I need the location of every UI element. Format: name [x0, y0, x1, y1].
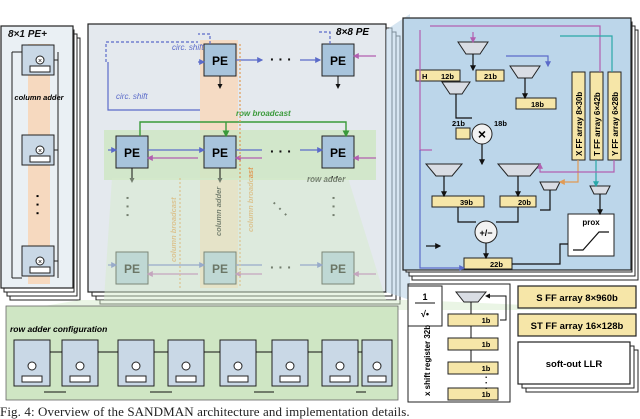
horizontal-dots: · · ·: [270, 51, 292, 67]
register-width: 12b: [441, 72, 454, 81]
register: [475, 69, 505, 82]
horizontal-dots: · · ·: [270, 143, 292, 159]
prox-block: [567, 213, 615, 257]
pe-plus-title: 8×1 PE+: [8, 29, 47, 40]
pe-label: PE: [330, 146, 346, 160]
y-ff-array-label: Y FF array 6×28b: [611, 92, 620, 156]
shift-register-width: 1b: [482, 340, 491, 349]
pe-array-title: 8×8 PE: [336, 27, 369, 38]
mux: [496, 163, 542, 177]
s-ff-array-label: S FF array 8×960b: [536, 293, 618, 304]
s-ff-array: [517, 285, 637, 309]
t-ff-array-label: T FF array 6×42b: [593, 92, 602, 156]
memory-blocks: 1 √• x shift register 32b 1b 1b 1b 1b · …: [407, 283, 639, 403]
register-width: 20b: [518, 198, 531, 207]
adder-cell: [167, 339, 205, 387]
mux: [539, 181, 561, 191]
zoom-highlight: [20, 178, 640, 310]
mux: [424, 163, 464, 177]
mux: [441, 81, 471, 95]
shift-register-cell: [447, 387, 499, 401]
vertical-dots: · · ·: [30, 194, 46, 216]
register: [431, 195, 485, 208]
register-h: [415, 69, 461, 82]
mux: [457, 41, 489, 55]
register: [455, 127, 471, 140]
svg-text:×: ×: [38, 259, 42, 266]
adder-cell: [61, 339, 99, 387]
shift-register-cell: [447, 313, 499, 327]
row-adder-configuration: row adder configuration: [5, 305, 399, 401]
pe-label: PE: [330, 54, 346, 68]
shift-register-cell: [447, 361, 499, 375]
pe-cell: [321, 43, 355, 77]
adder-cell: [13, 339, 51, 387]
architecture-diagram: 8×1 PE+ × × × column adder · · ·: [0, 14, 640, 403]
prox-label: prox: [582, 218, 600, 227]
register: [463, 257, 513, 270]
adder-cell: [271, 339, 309, 387]
pe-detail-panel: H 12b 21b 18b 21b 18b 39b 20b 22b × +/− …: [402, 17, 639, 281]
st-ff-array-label: ST FF array 16×128b: [531, 321, 624, 332]
circ-shift-label: circ. shift: [116, 92, 148, 101]
figure-caption: Fig. 4: Overview of the SANDMAN architec…: [0, 404, 410, 419]
pe-label: PE: [124, 146, 140, 160]
pe-plus-cell: ×: [21, 245, 55, 277]
pe-cell: [115, 135, 149, 169]
register: [515, 97, 557, 110]
st-ff-array: [517, 313, 637, 337]
pe-cell: [203, 135, 237, 169]
row-broadcast-label: row broadcast: [236, 109, 291, 118]
reciprocal-sqrt-denominator: √•: [421, 309, 429, 319]
row-adder-config-label: row adder configuration: [10, 324, 107, 334]
shift-register-width: 1b: [482, 364, 491, 373]
register-width: 18b: [531, 100, 544, 109]
soft-out-llr-label: soft-out LLR: [546, 359, 603, 370]
svg-text:×: ×: [478, 126, 486, 142]
vertical-dots: · · ·: [481, 376, 491, 390]
mux: [509, 65, 541, 79]
bus-width-label: 18b: [494, 119, 507, 128]
reciprocal-sqrt-numerator: 1: [422, 292, 427, 302]
pe-label: PE: [212, 146, 228, 160]
reciprocal-sqrt-block: [407, 285, 443, 327]
x-shift-register-label: x shift register 32b: [423, 325, 432, 396]
adder-cell: [361, 339, 393, 387]
shift-register-width: 1b: [482, 316, 491, 325]
pe-plus-column-stack: 8×1 PE+ × × × column adder · · ·: [0, 25, 81, 301]
pe-plus-cell: ×: [21, 134, 55, 166]
column-adder-label: column adder: [14, 93, 64, 102]
mux: [454, 291, 488, 303]
mux: [589, 185, 611, 195]
register-label: H: [422, 72, 427, 81]
svg-text:×: ×: [38, 58, 42, 65]
svg-text:+/−: +/−: [479, 228, 492, 238]
x-ff-array-label: X FF array 8×30b: [575, 92, 584, 156]
register-width: 39b: [460, 198, 473, 207]
adder-cell: [321, 339, 359, 387]
adder-cell: [117, 339, 155, 387]
bus-width-label: 21b: [452, 119, 465, 128]
circ-shift-label: circ. shift: [172, 43, 204, 52]
pe-label: PE: [212, 54, 228, 68]
register-width: 22b: [490, 260, 503, 269]
adder-cell: [219, 339, 257, 387]
soft-out-llr-block: [517, 341, 631, 385]
x-shift-register-frame: [407, 283, 511, 403]
svg-text:×: ×: [38, 148, 42, 155]
register-width: 21b: [484, 72, 497, 81]
shift-register-cell: [447, 337, 499, 351]
pe-plus-cell: ×: [21, 44, 55, 76]
shift-register-width: 1b: [482, 390, 491, 399]
